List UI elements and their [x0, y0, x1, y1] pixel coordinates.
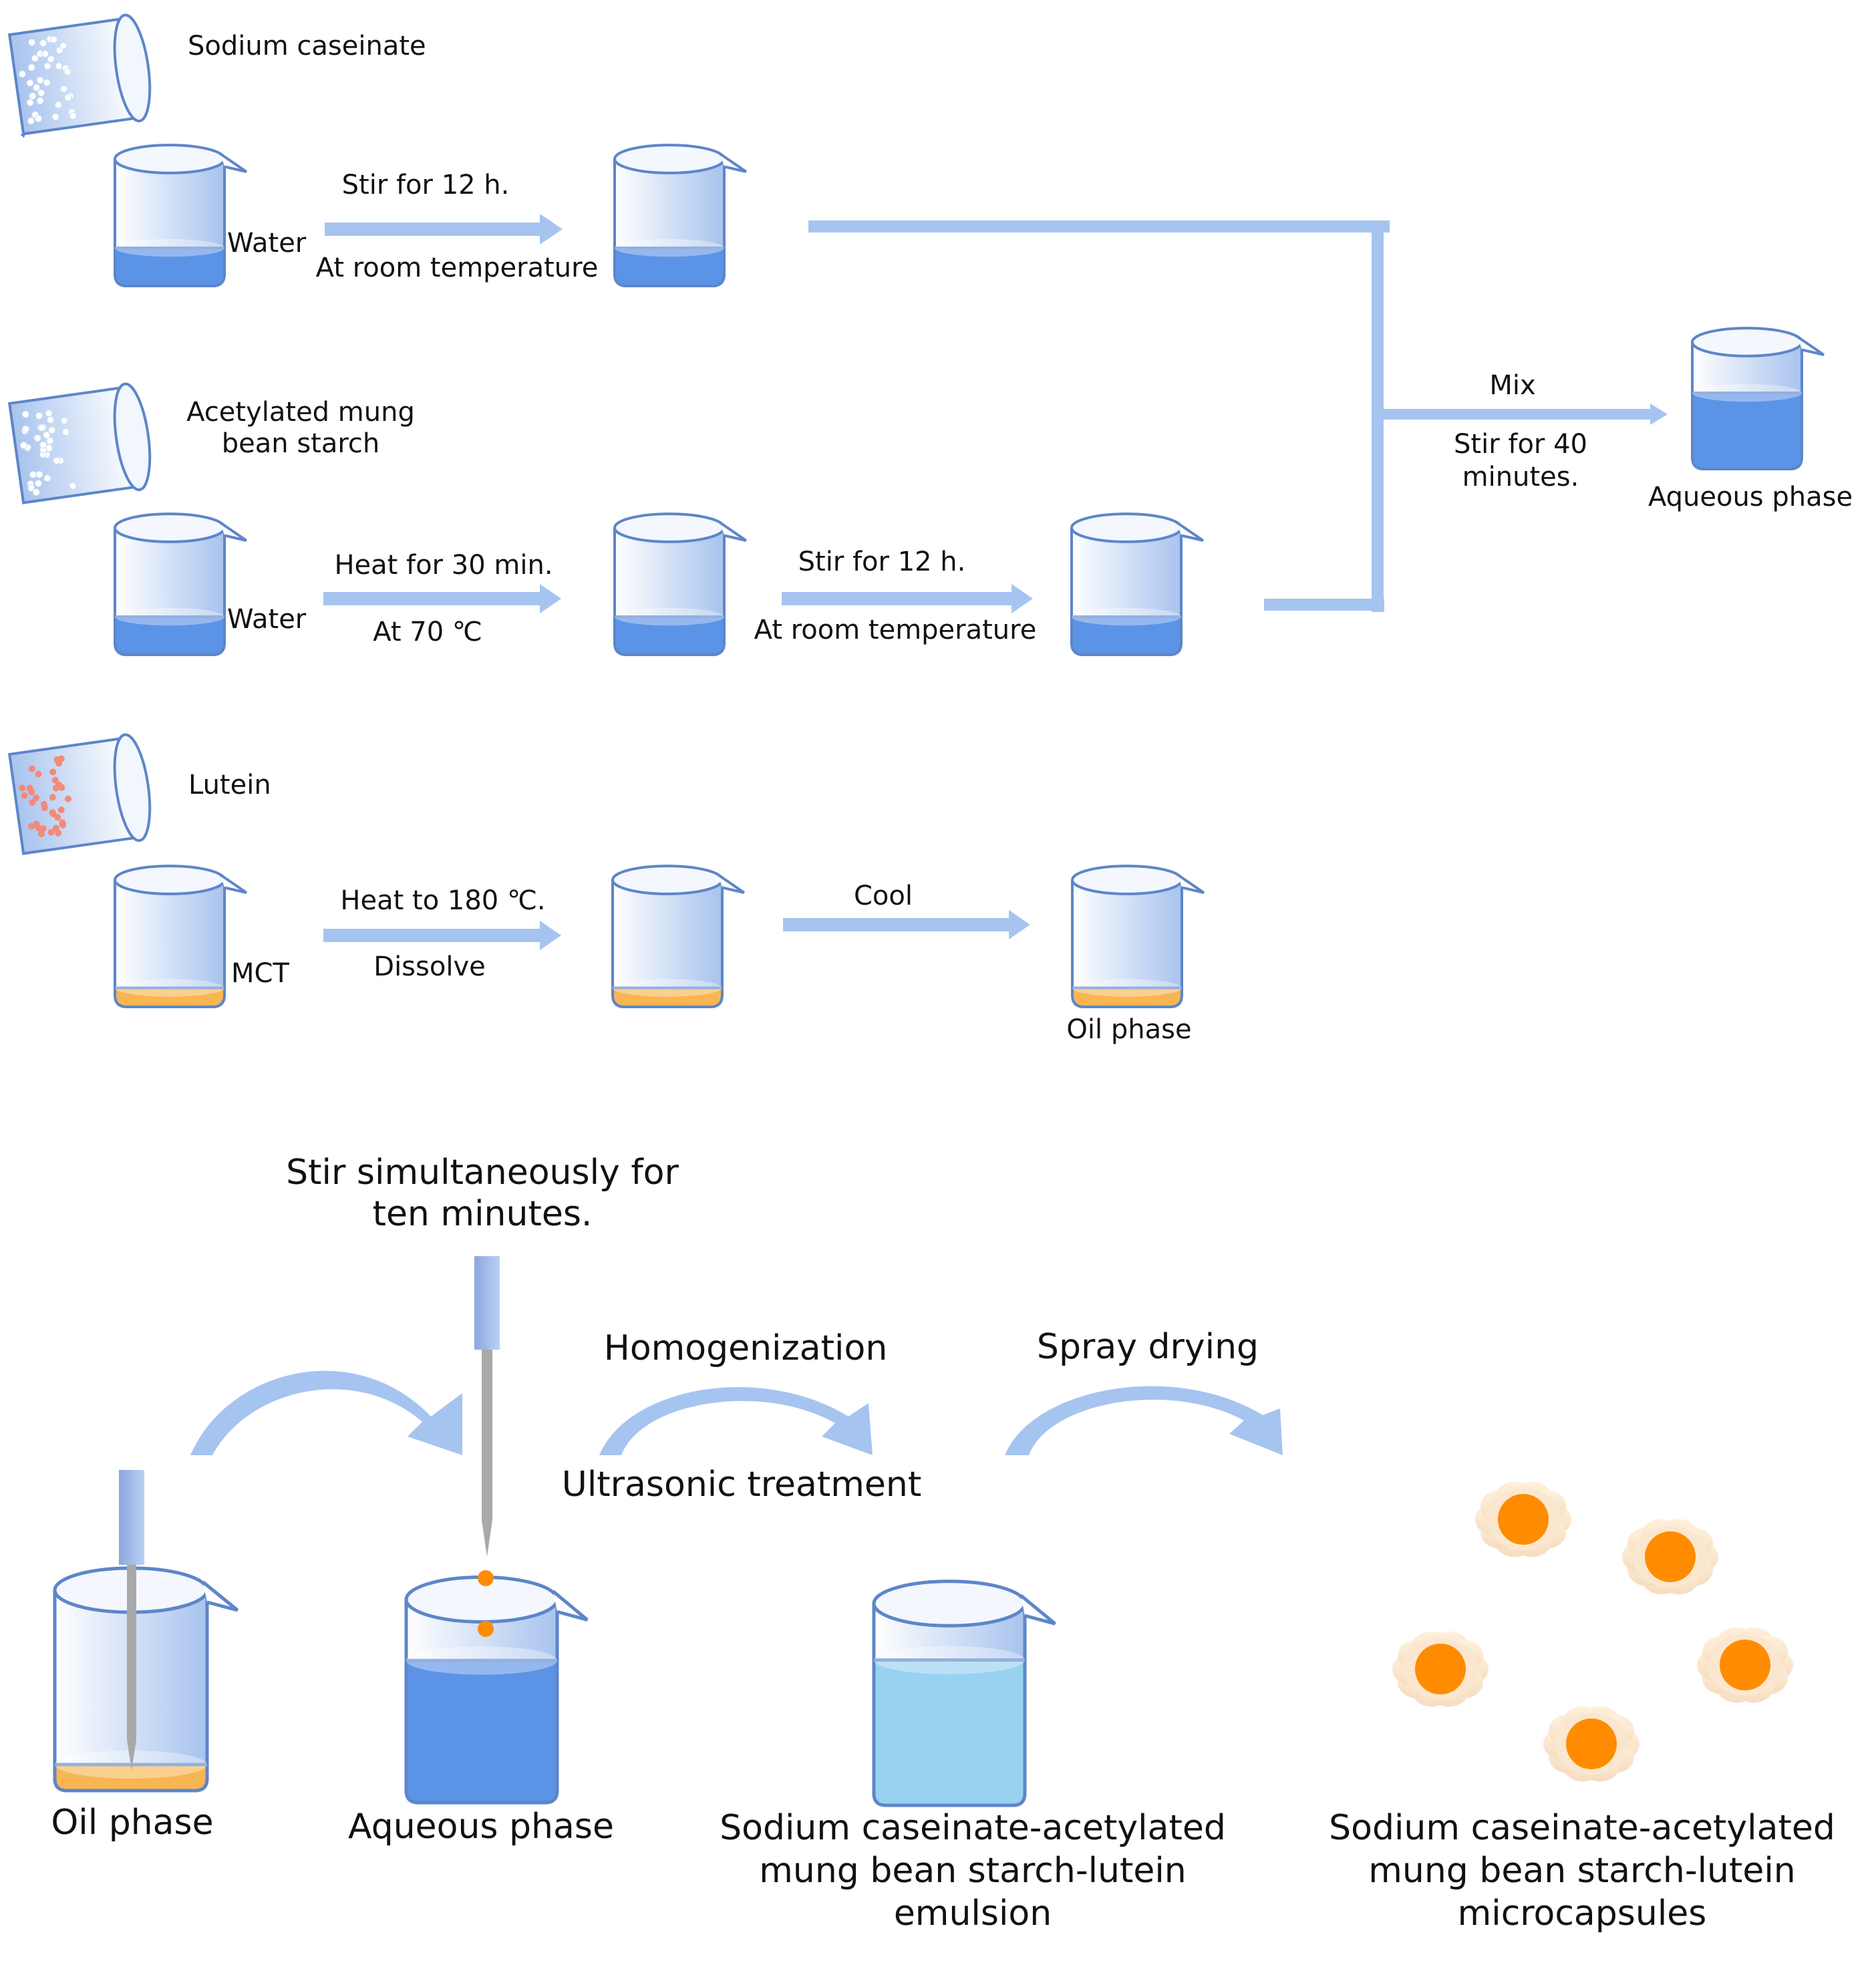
label-mct: MCT	[231, 958, 289, 989]
label-acetylated-line1: Acetylated mung	[186, 397, 415, 428]
oil-droplet-1	[478, 1570, 494, 1586]
microcapsule-5	[1543, 1706, 1639, 1782]
arrow-row1-stir-head	[540, 214, 563, 245]
label-microcapsules-line3: microcapsules	[1457, 1894, 1707, 1934]
beaker-water-row2	[114, 512, 247, 656]
arrow-row3-cool-head	[1009, 910, 1030, 939]
label-row1-step-top: Stir for 12 h.	[341, 170, 510, 200]
label-spray-drying: Spray drying	[1036, 1327, 1259, 1367]
beaker-row3-heated	[611, 865, 745, 1008]
arrow-row2-stir	[782, 592, 1014, 605]
beaker-row2-heated	[613, 512, 747, 656]
arrow-row3-heat-head	[540, 921, 561, 950]
label-emulsion-line1: Sodium caseinate-acetylated	[720, 1808, 1226, 1848]
arrow-row2-heat-head	[540, 584, 561, 613]
label-emulsion-line3: emulsion	[893, 1894, 1052, 1934]
microcapsule-4	[1697, 1627, 1793, 1703]
curved-arrow-2	[599, 1387, 873, 1455]
label-ultrasonic: Ultrasonic treatment	[561, 1465, 922, 1505]
label-acetylated-line2: bean starch	[221, 428, 380, 459]
label-row3-step1-top: Heat to 180 ℃.	[340, 885, 546, 916]
label-stir-40-line2: minutes.	[1462, 462, 1579, 492]
connector-top	[808, 220, 1390, 233]
beaker-oil-phase-bottom	[53, 1566, 239, 1793]
label-water-row1: Water	[227, 228, 307, 259]
label-aqueous-phase-top: Aqueous phase	[1648, 482, 1853, 512]
label-microcapsules-line2: mung bean starch-lutein	[1368, 1851, 1796, 1891]
beaker-row1-stirred	[613, 144, 747, 287]
arrow-row3-heat	[323, 929, 542, 942]
tilted-beaker-acetylated-starch	[7, 382, 152, 504]
label-row3-cool: Cool	[854, 881, 913, 911]
connector-vertical	[1372, 220, 1384, 612]
label-row2-step2-bottom: At room temperature	[754, 615, 1037, 645]
arrow-row1-stir	[325, 222, 542, 236]
beaker-mct	[114, 865, 247, 1008]
tilted-beaker-lutein	[7, 733, 152, 855]
curved-arrows	[190, 1370, 1283, 1455]
stirrer-probe-oil	[119, 1470, 144, 1771]
tilted-beaker-sodium-caseinate	[7, 13, 152, 138]
beaker-emulsion	[872, 1579, 1056, 1807]
label-stir-40-line1: Stir for 40	[1454, 429, 1587, 460]
label-row2-step1-top: Heat for 30 min.	[334, 550, 553, 581]
label-oil-phase-top: Oil phase	[1066, 1014, 1192, 1045]
connector-bottom	[1264, 599, 1384, 611]
arrow-mix-head	[1650, 404, 1668, 425]
process-arrows	[323, 214, 1668, 950]
beaker-aqueous-phase	[1691, 327, 1825, 470]
oil-droplet-2	[478, 1621, 494, 1637]
label-aqueous-phase-bottom: Aqueous phase	[348, 1807, 614, 1847]
label-sodium-caseinate: Sodium caseinate	[188, 31, 426, 61]
arrow-mix	[1383, 409, 1654, 420]
microcapsule-1	[1475, 1481, 1571, 1557]
beaker-water-row1	[114, 144, 247, 287]
label-lutein: Lutein	[188, 770, 271, 800]
beaker-row2-stirred	[1070, 512, 1204, 656]
microcapsule-3	[1392, 1631, 1489, 1707]
label-stir-simultaneous-line2: ten minutes.	[372, 1194, 593, 1234]
label-microcapsules-line1: Sodium caseinate-acetylated	[1329, 1808, 1835, 1848]
label-row2-step2-top: Stir for 12 h.	[798, 547, 966, 577]
label-oil-phase-bottom: Oil phase	[51, 1803, 214, 1843]
arrow-row3-cool	[783, 918, 1011, 931]
label-row2-step1-bottom: At 70 ℃	[373, 617, 482, 647]
microcapsules	[1392, 1481, 1793, 1782]
ultrasonic-probe	[474, 1256, 500, 1557]
curved-arrow-1	[190, 1370, 462, 1455]
label-emulsion-line2: mung bean starch-lutein	[759, 1851, 1187, 1891]
curved-arrow-3	[1005, 1386, 1283, 1455]
microcapsule-2	[1622, 1519, 1718, 1595]
arrow-row2-stir-head	[1011, 584, 1033, 613]
label-homogenization: Homogenization	[603, 1328, 888, 1368]
beaker-aqueous-phase-bottom	[404, 1575, 589, 1805]
label-stir-simultaneous-line1: Stir simultaneously for	[286, 1153, 679, 1193]
label-mix: Mix	[1489, 370, 1536, 401]
beaker-oil-phase	[1071, 865, 1205, 1008]
label-row1-step-bottom: At room temperature	[315, 253, 599, 283]
beakers	[53, 144, 1825, 1807]
arrow-row2-heat	[323, 592, 542, 605]
label-row3-step1-bottom: Dissolve	[373, 951, 486, 982]
label-water-row2: Water	[227, 604, 307, 635]
